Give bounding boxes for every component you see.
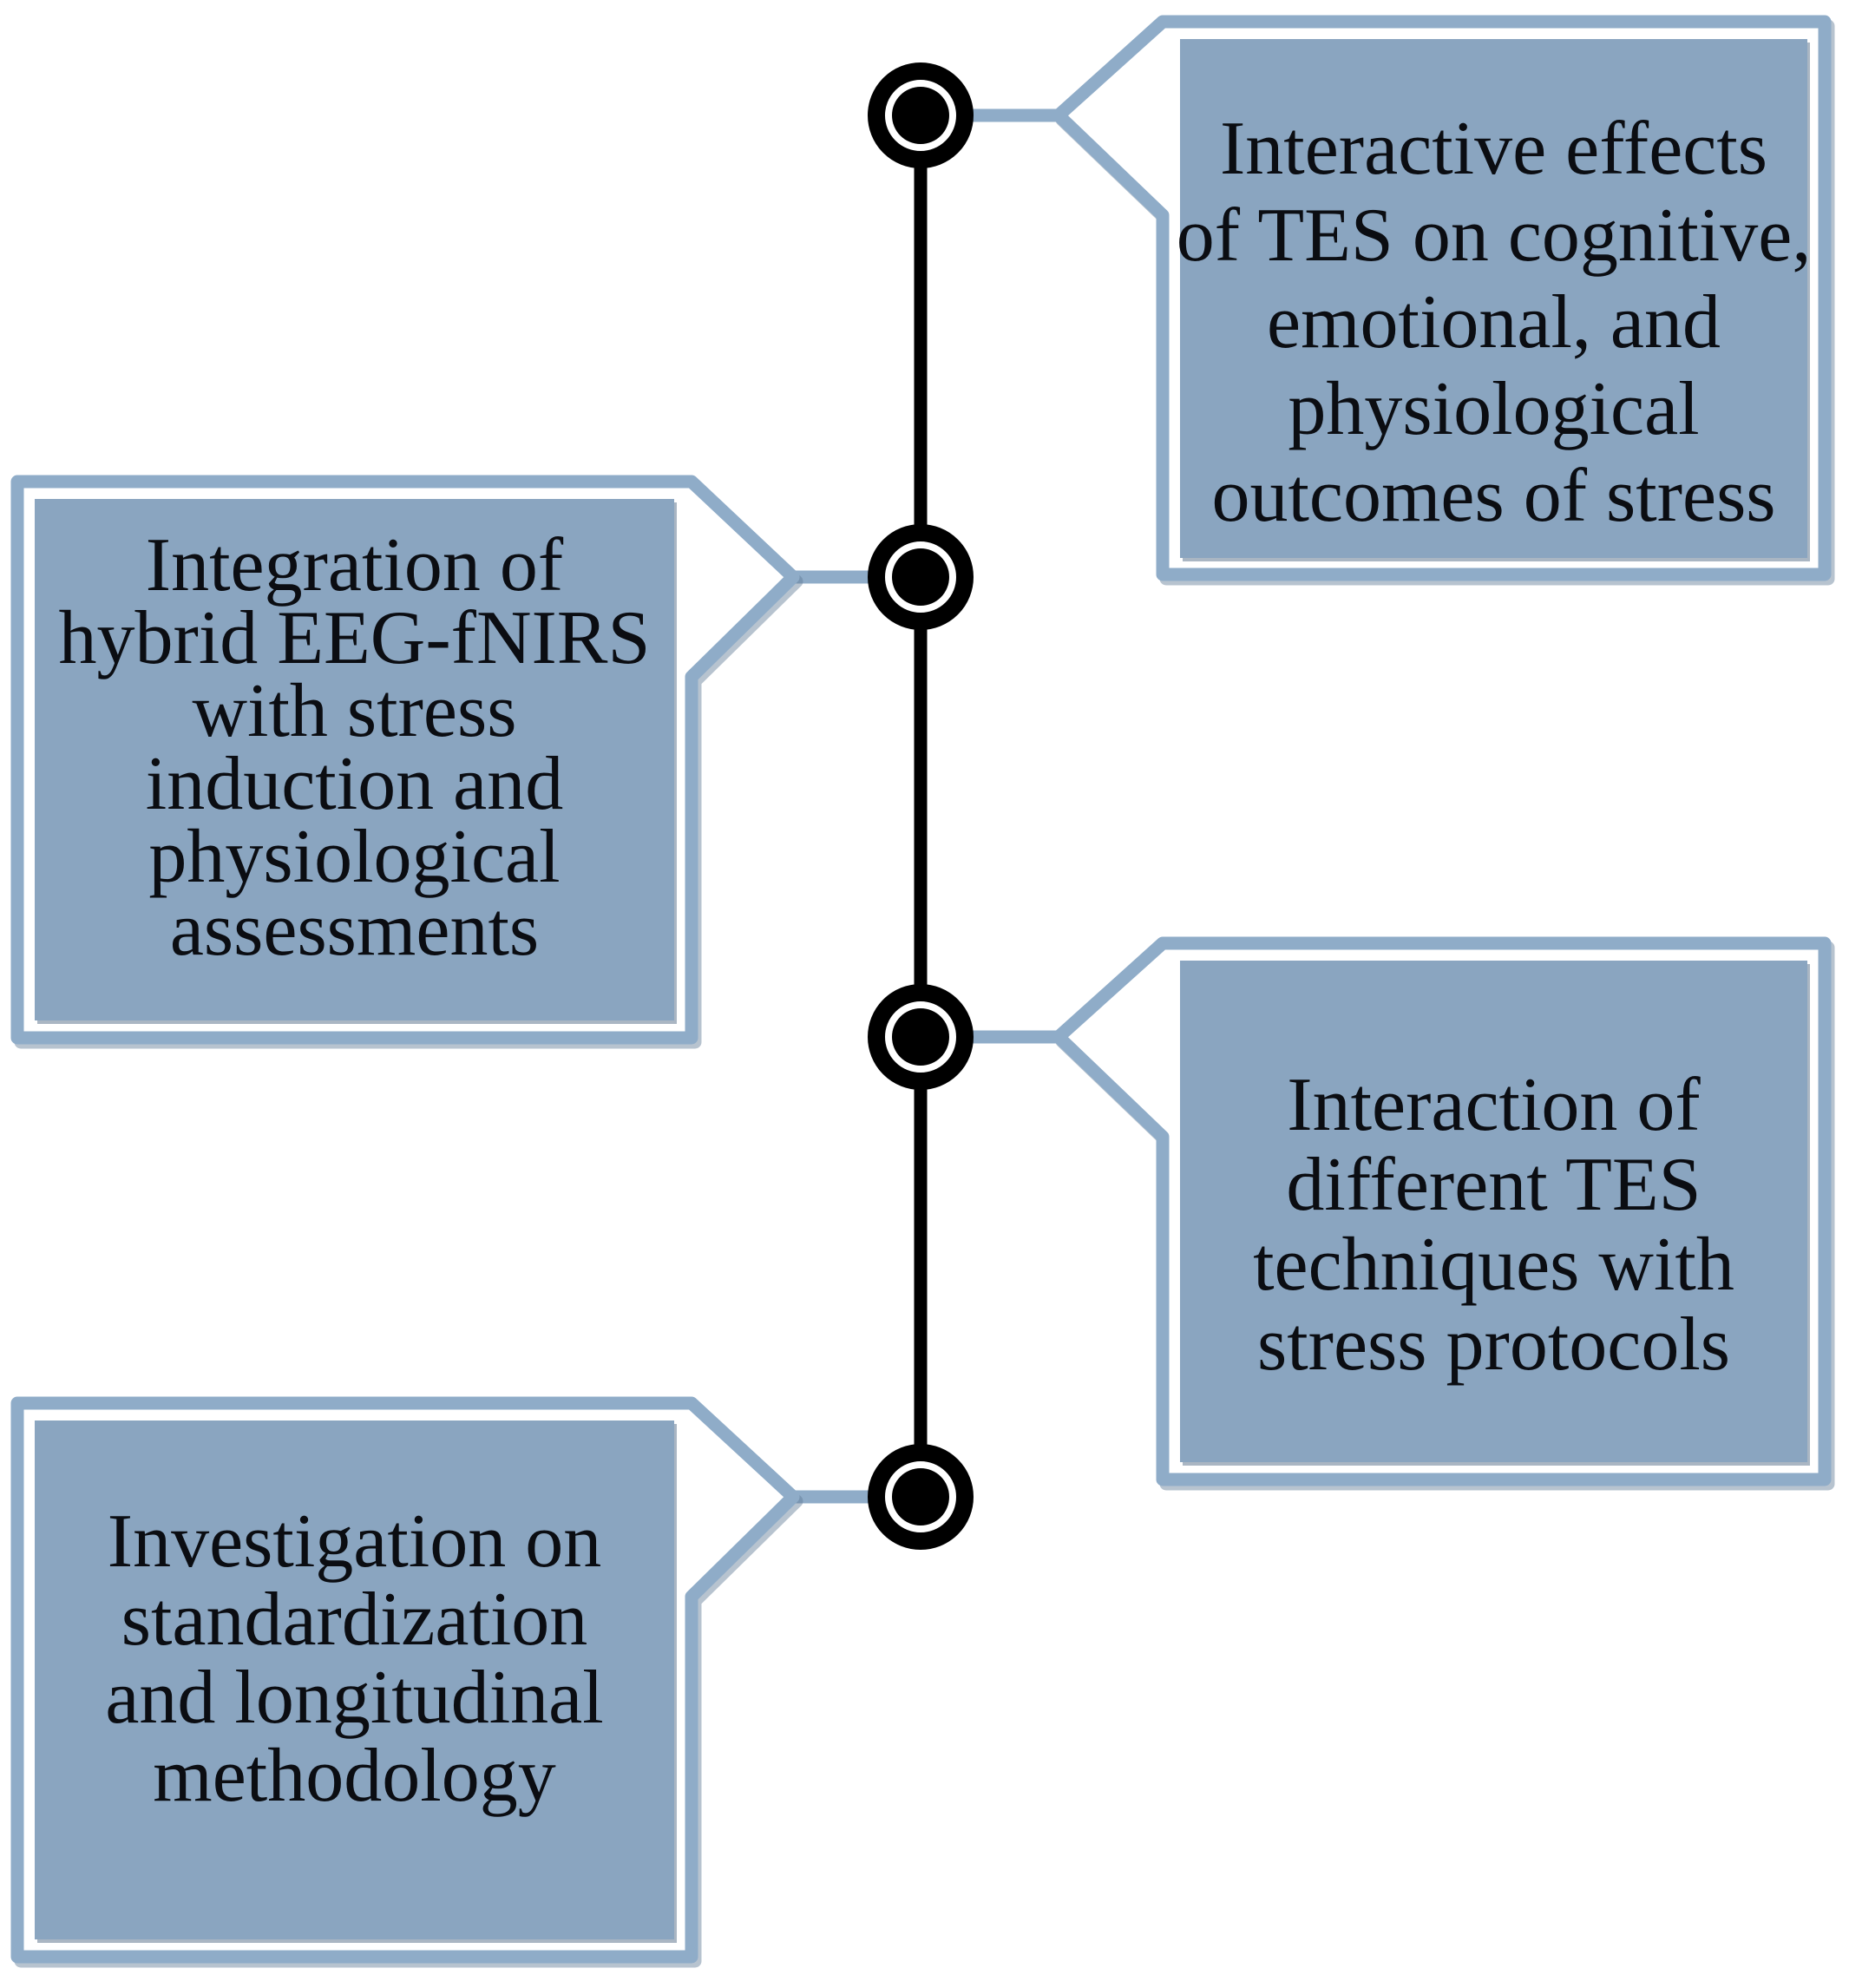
callout-2-text: Integration of hybrid EEG-fNIRS with str…: [58, 522, 651, 972]
node-1-dot: [892, 87, 949, 144]
node-3-dot: [892, 1008, 949, 1066]
callout-3-shape: [1052, 936, 1832, 1486]
node-2-dot: [892, 548, 949, 606]
timeline-node-4: [868, 1444, 974, 1550]
callout-1-shape: [1052, 15, 1832, 581]
callout-4-text: Investigation on standardization and lon…: [105, 1499, 604, 1818]
callout-3-fill: [1180, 961, 1807, 1462]
timeline-node-1: [868, 62, 974, 168]
timeline-node-2: [868, 524, 974, 630]
timeline-node-3: [868, 984, 974, 1090]
node-4-dot: [892, 1468, 949, 1525]
callout-1-fill: [1180, 39, 1807, 558]
callout-1-text: Interactive effects of TES on cognitive,…: [1176, 107, 1812, 538]
callout-2-fill: [35, 499, 674, 1020]
callout-2-shape: [10, 475, 800, 1045]
callout-4-fill: [35, 1420, 674, 1939]
callout-3-text: Interaction of different TES techniques …: [1253, 1063, 1734, 1387]
callout-4-shape: [10, 1396, 800, 1964]
